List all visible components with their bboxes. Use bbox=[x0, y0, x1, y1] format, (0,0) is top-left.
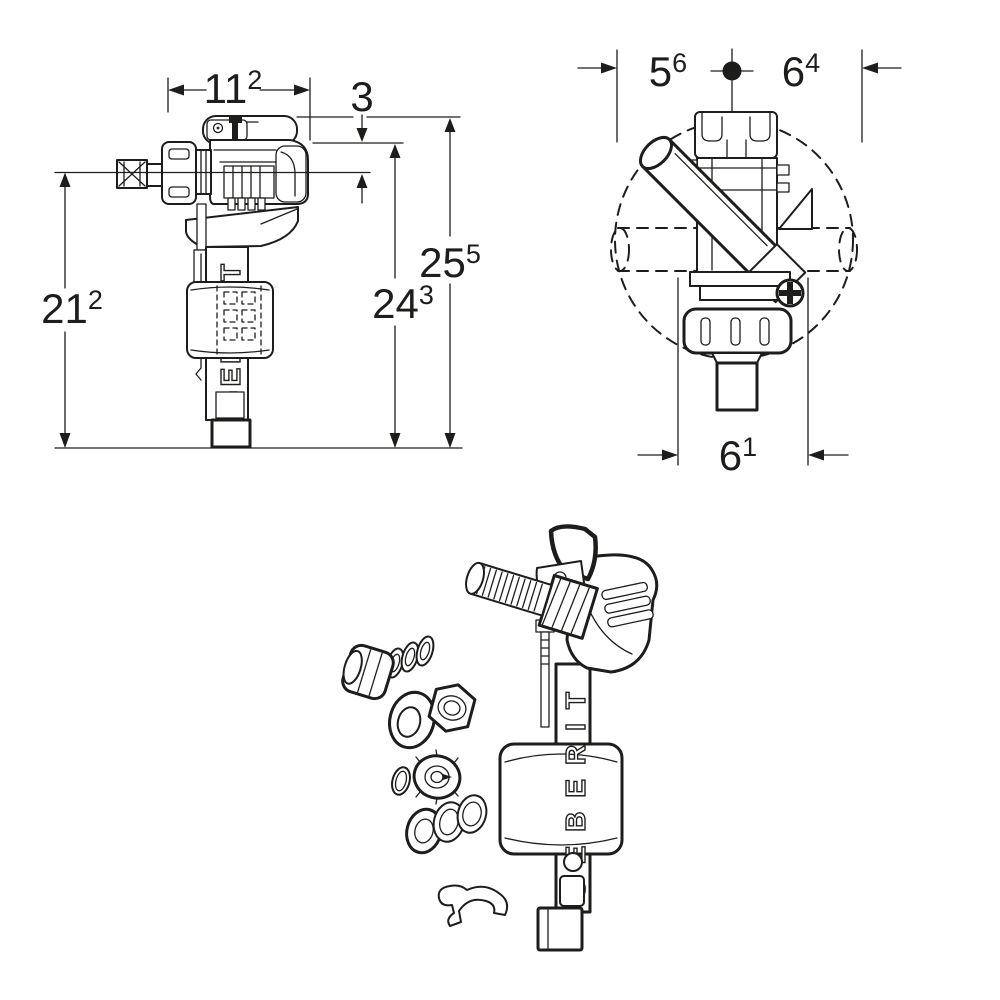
outlet-stub-top bbox=[715, 361, 759, 412]
side-view-reference-lines bbox=[54, 116, 463, 449]
outlet-stub bbox=[210, 418, 252, 449]
valve-body bbox=[209, 139, 309, 211]
side-view: GEBERIT bbox=[41, 65, 481, 449]
dim-label-3: 3 bbox=[350, 73, 373, 120]
dim-label-25-5: 255 bbox=[419, 239, 481, 286]
exploded-float bbox=[498, 742, 624, 856]
castellated-nut bbox=[412, 749, 462, 805]
retaining-clip bbox=[437, 884, 509, 927]
top-view-valve-drawing bbox=[638, 111, 813, 412]
exploded-inlet-shank bbox=[465, 561, 599, 640]
dimension-height-21: 212 bbox=[41, 172, 103, 448]
mounting-bracket bbox=[694, 111, 778, 159]
dim-label-21-2: 212 bbox=[41, 285, 103, 332]
center-axis-marker bbox=[710, 48, 754, 113]
dim-label-5-6: 56 bbox=[649, 48, 687, 95]
exploded-lower-column bbox=[536, 852, 585, 952]
phillips-screw bbox=[775, 278, 805, 308]
adjuster-screw bbox=[535, 619, 555, 728]
rubber-grommet bbox=[388, 690, 439, 750]
dim-label-11-2: 112 bbox=[204, 65, 263, 112]
hidden-letters bbox=[223, 291, 256, 341]
dimension-height-24: 243 bbox=[372, 144, 434, 448]
hex-nut bbox=[427, 683, 477, 733]
dim-label-6-4: 64 bbox=[782, 48, 820, 95]
dim-label-6-1: 61 bbox=[719, 432, 757, 479]
dimension-width-11: 112 bbox=[167, 65, 311, 141]
side-view-valve-drawing: GEBERIT bbox=[54, 115, 371, 449]
flush-bend-funnel bbox=[185, 206, 299, 248]
clamp-plate bbox=[689, 271, 791, 301]
dimension-head-3: 3 bbox=[350, 73, 374, 204]
union-nut-top bbox=[682, 307, 793, 355]
exploded-union-nut bbox=[341, 643, 395, 701]
pilot-cap bbox=[202, 115, 298, 145]
dimension-bottom-width: 61 bbox=[637, 277, 849, 479]
side-fin bbox=[778, 188, 813, 230]
exploded-view: GEBERIT bbox=[341, 524, 659, 952]
dimension-height-25: 255 bbox=[419, 118, 481, 448]
washer-set bbox=[405, 794, 488, 855]
o-ring bbox=[391, 766, 411, 796]
float bbox=[186, 281, 274, 359]
top-view: 56 64 61 bbox=[577, 48, 902, 479]
dimension-swivel-left-right: 56 64 bbox=[577, 48, 902, 143]
dim-label-24-3: 243 bbox=[372, 280, 434, 327]
